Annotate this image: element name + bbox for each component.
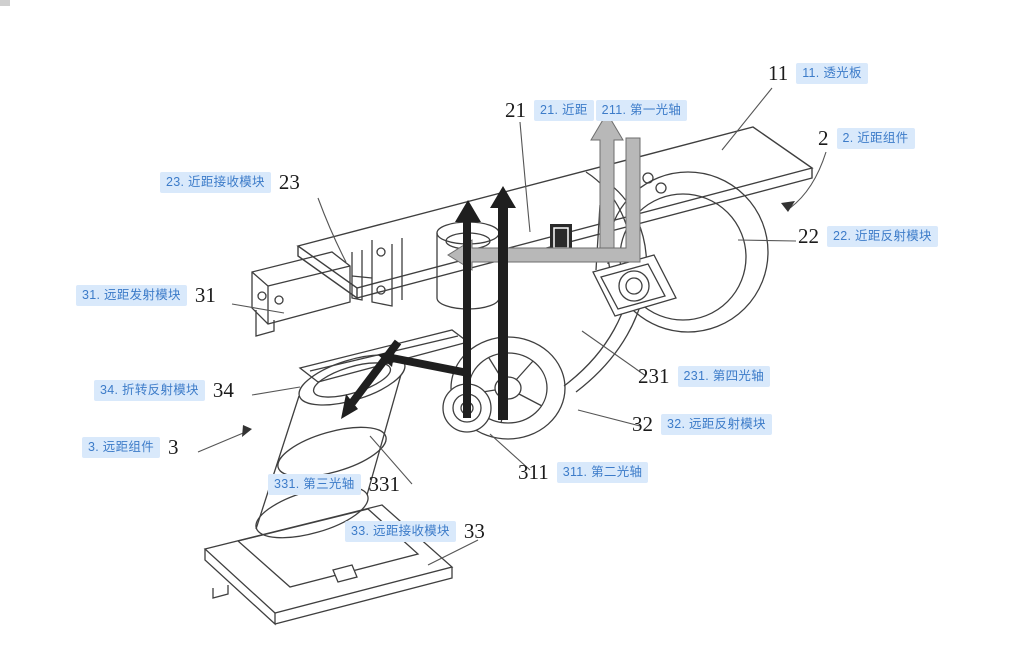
annotation-badge-11[interactable]: 11. 透光板 [796,63,868,84]
far-emitter-bracket [251,251,351,337]
annotation-badge-211[interactable]: 211. 第一光轴 [595,100,688,121]
annotation-badge-23[interactable]: 23. 近距接收模块 [160,172,271,193]
label-group-32: 32 32. 远距反射模块 [632,414,772,435]
annotation-badge-3[interactable]: 3. 远距组件 [82,437,160,458]
ref-number-34: 34 [212,378,234,402]
label-group-22: 22 22. 近距反射模块 [798,226,938,247]
label-group-11: 11 11. 透光板 [768,63,868,84]
annotation-badge-32[interactable]: 32. 远距反射模块 [661,414,772,435]
ref-number-331: 331 [368,472,401,496]
annotation-badge-31[interactable]: 31. 远距发射模块 [76,285,187,306]
annotation-badge-311[interactable]: 311. 第二光轴 [556,462,649,483]
label-group-31: 31. 远距发射模块 31 [76,285,216,306]
ref-number-23: 23 [278,170,300,194]
ref-number-2: 2 [818,126,829,150]
ref-number-32: 32 [632,412,653,436]
label-group-331: 331. 第三光轴 331 [268,474,400,495]
ref-number-311: 311 [518,460,549,484]
label-group-231: 231 231. 第四光轴 [638,364,771,388]
annotation-badge-21[interactable]: 21. 近距 [534,100,594,121]
label-group-311: 311 311. 第二光轴 [518,460,649,484]
support-brackets [351,238,403,307]
corner-artifact [0,0,10,6]
leader-lines [197,87,827,566]
ref-number-22: 22 [798,224,819,248]
annotation-badge-2[interactable]: 2. 近距组件 [836,128,915,149]
label-group-34: 34. 折转反射模块 34 [94,380,234,401]
annotation-badge-231[interactable]: 231. 第四光轴 [677,366,771,387]
annotation-badge-22[interactable]: 22. 近距反射模块 [827,226,938,247]
transmit-axis-arrows [341,186,516,420]
annotation-badge-331[interactable]: 331. 第三光轴 [268,474,361,495]
ref-number-231: 231 [638,364,670,388]
ref-number-11: 11 [768,61,789,85]
ref-number-3: 3 [168,435,179,459]
ref-number-31: 31 [194,283,216,307]
annotation-badge-33[interactable]: 33. 远距接收模块 [345,521,456,542]
label-group-2: 2 2. 近距组件 [818,128,915,149]
label-group-23: 23. 近距接收模块 23 [160,172,300,193]
ref-number-21: 21 [505,98,526,122]
label-group-3: 3. 远距组件 3 [82,437,179,458]
annotation-badge-34[interactable]: 34. 折转反射模块 [94,380,205,401]
ref-number-33: 33 [463,519,485,543]
label-group-33: 33. 远距接收模块 33 [345,521,485,542]
base-plate [203,504,454,626]
first-optical-axis-arrows [447,112,641,271]
label-group-21: 21 21. 近距 211. 第一光轴 [505,98,688,122]
leader-arrowheads [242,201,795,437]
transparent-plate [296,126,814,299]
reflector-block [592,199,677,317]
